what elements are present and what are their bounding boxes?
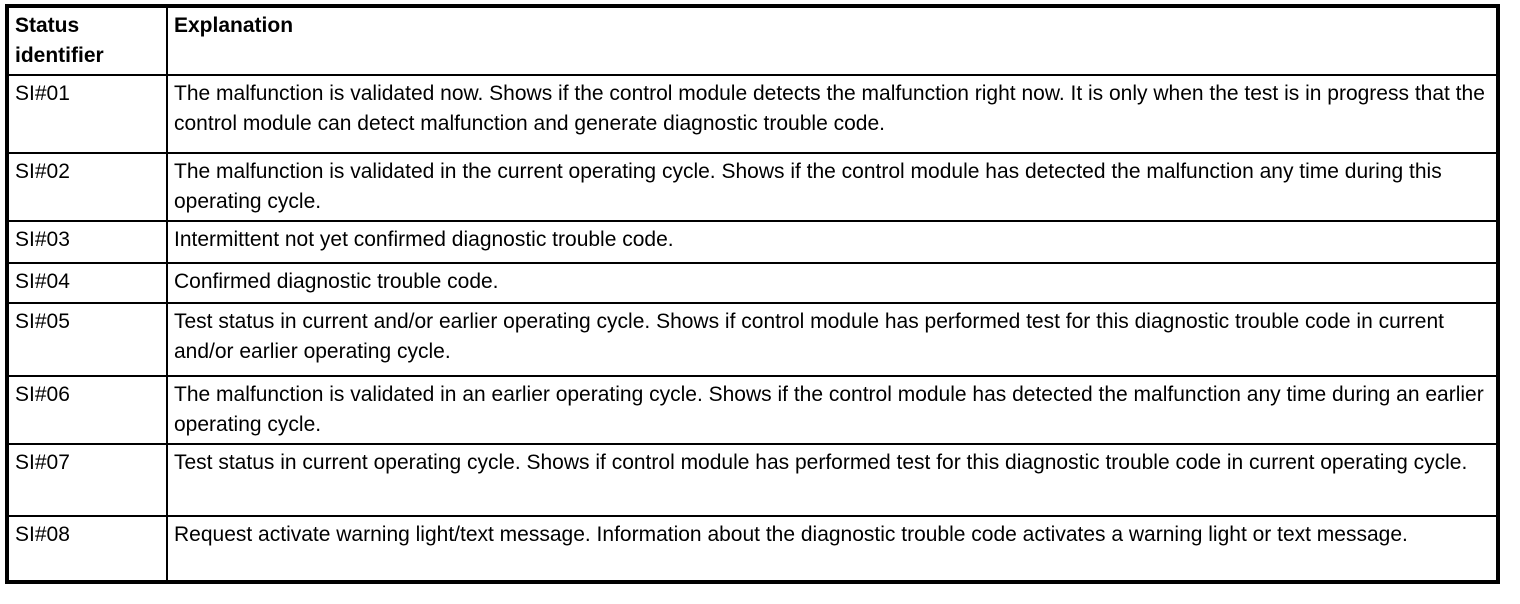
explanation-cell: The malfunction is validated in an earli… — [166, 375, 1499, 445]
column-header-status-identifier: Status identifier — [6, 5, 168, 76]
explanation-cell: Test status in current operating cycle. … — [166, 443, 1499, 517]
column-header-explanation: Explanation — [166, 5, 1499, 76]
table-row: SI#07 Test status in current operating c… — [6, 443, 1499, 517]
status-identifier-cell: SI#07 — [6, 443, 168, 517]
page: Status identifier Explanation SI#01 The … — [5, 4, 1500, 584]
status-identifier-cell: SI#05 — [6, 302, 168, 377]
status-identifier-cell: SI#02 — [6, 152, 168, 222]
table-row: SI#01 The malfunction is validated now. … — [6, 74, 1499, 154]
explanation-cell: Test status in current and/or earlier op… — [166, 302, 1499, 377]
explanation-cell: Request activate warning light/text mess… — [166, 515, 1499, 583]
explanation-cell: The malfunction is validated now. Shows … — [166, 74, 1499, 154]
status-identifier-cell: SI#08 — [6, 515, 168, 583]
status-identifier-cell: SI#04 — [6, 262, 168, 304]
table-row: SI#03 Intermittent not yet confirmed dia… — [6, 220, 1499, 264]
table-row: SI#04 Confirmed diagnostic trouble code. — [6, 262, 1499, 304]
status-identifier-cell: SI#03 — [6, 220, 168, 264]
status-identifier-cell: SI#01 — [6, 74, 168, 154]
table-row: SI#02 The malfunction is validated in th… — [6, 152, 1499, 222]
table-row: SI#08 Request activate warning light/tex… — [6, 515, 1499, 583]
explanation-cell: Confirmed diagnostic trouble code. — [166, 262, 1499, 304]
header-row: Status identifier Explanation — [6, 5, 1499, 76]
table-row: SI#05 Test status in current and/or earl… — [6, 302, 1499, 377]
explanation-cell: Intermittent not yet confirmed diagnosti… — [166, 220, 1499, 264]
explanation-cell: The malfunction is validated in the curr… — [166, 152, 1499, 222]
status-identifier-cell: SI#06 — [6, 375, 168, 445]
status-identifier-table: Status identifier Explanation SI#01 The … — [5, 4, 1500, 584]
table-row: SI#06 The malfunction is validated in an… — [6, 375, 1499, 445]
